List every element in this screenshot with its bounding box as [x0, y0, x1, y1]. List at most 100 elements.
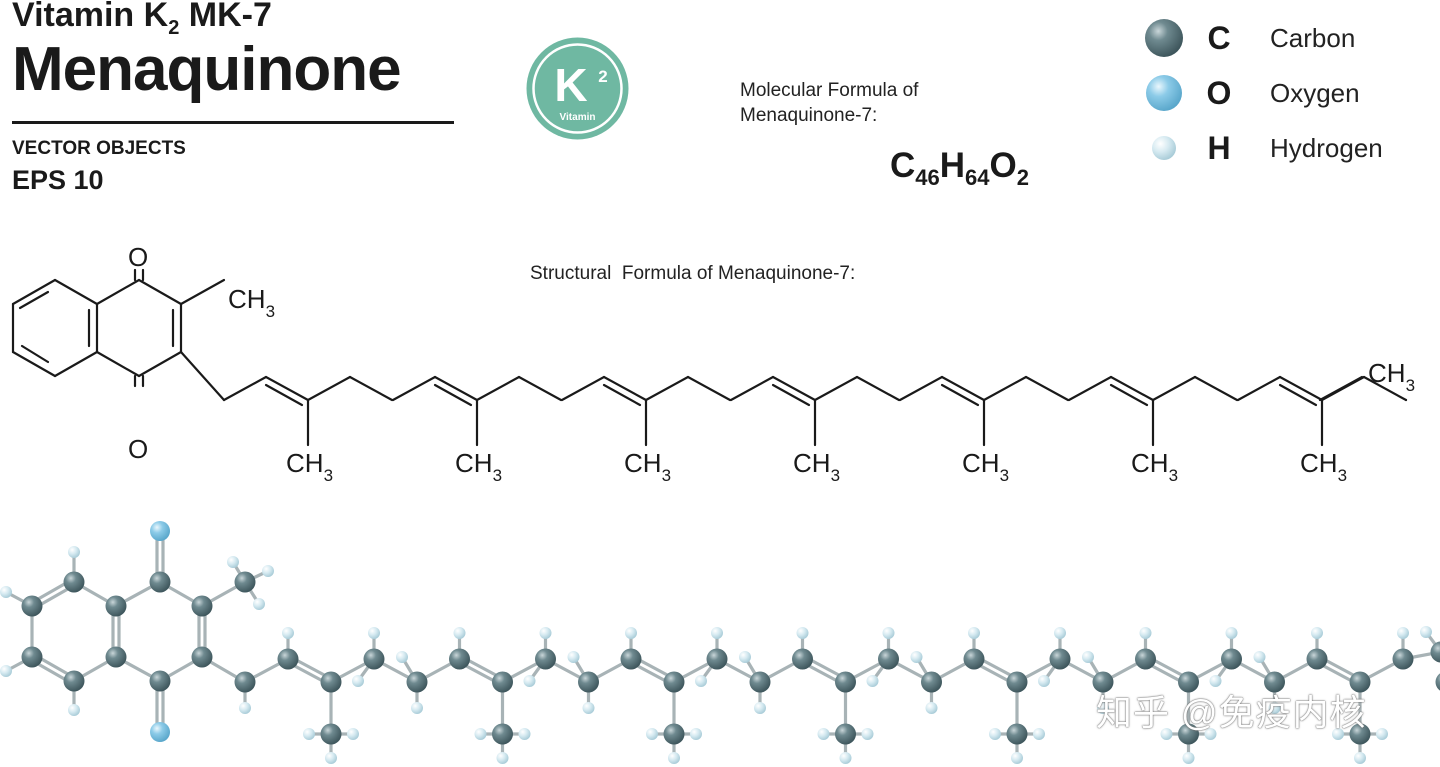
carbon-atom — [1349, 671, 1371, 693]
carbon-atom — [492, 723, 513, 745]
chain-double-bond — [602, 375, 648, 402]
chain-double-bond — [1109, 375, 1155, 402]
hydrogen-atom — [1253, 651, 1266, 663]
benzene-bond — [53, 278, 99, 306]
hydrogen-atom — [68, 704, 80, 716]
hydrogen-atom-icon — [1152, 136, 1176, 160]
hydrogen-atom — [1038, 675, 1050, 687]
watermark: 知乎 @免疫内核 — [1096, 692, 1367, 733]
hydrogen-atom — [739, 651, 751, 663]
benzene-double-bond — [18, 290, 50, 310]
hydrogen-atom — [68, 546, 80, 558]
chain-bond — [306, 375, 352, 402]
oxygen-label-top: O — [128, 242, 148, 272]
oxygen-label-bottom: O — [128, 434, 148, 464]
hydrogen-atom — [1033, 728, 1045, 740]
chain-double-bond — [771, 375, 817, 402]
carbon-atom-icon — [1145, 19, 1183, 57]
carbon-atom — [1264, 671, 1285, 693]
formula-count: 2 — [1016, 165, 1030, 190]
carbon-atom — [63, 670, 85, 692]
hydrogen-atom — [1182, 752, 1195, 764]
badge-number: 2 — [598, 67, 607, 86]
hydrogen-atom — [1097, 702, 1109, 714]
hydrogen-atom — [711, 627, 723, 639]
carbon-atom — [1135, 648, 1156, 670]
methyl-ch: CH — [962, 448, 1000, 478]
carbon-atom — [792, 648, 813, 670]
carbon-atom — [320, 671, 342, 693]
chain-bond — [517, 375, 563, 402]
carbon-atom — [663, 671, 685, 693]
title-prefix: Vitamin K — [12, 0, 169, 34]
chain-bond — [1362, 375, 1408, 402]
title-subscript: 2 — [168, 16, 180, 39]
formula-element: O — [989, 146, 1017, 185]
hydrogen-atom — [1011, 752, 1023, 764]
oxygen-atom — [150, 722, 170, 742]
hydrogen-atom — [453, 627, 466, 639]
carbon-atom — [1392, 648, 1414, 670]
carbon-atom — [234, 671, 256, 693]
chain-bond — [1024, 375, 1070, 402]
methyl-label: CH3 — [1300, 448, 1347, 485]
carbon-atom — [234, 571, 256, 593]
hydrogen-atom — [646, 728, 658, 740]
hydrogen-atom — [861, 728, 874, 740]
carbon-atom — [1178, 671, 1199, 693]
hydrogen-atom — [754, 702, 766, 714]
methyl-label: CH3 — [228, 284, 275, 321]
hydrogen-atom — [866, 675, 879, 687]
carbon-atom — [578, 671, 599, 693]
carbon-atom — [1178, 723, 1199, 745]
carbon-atom — [449, 648, 470, 670]
methyl-ch: CH — [624, 448, 662, 478]
carbon-atom — [492, 671, 513, 693]
methyl-ch: CH — [286, 448, 324, 478]
carbon-atom — [21, 595, 43, 617]
hydrogen-atom — [625, 627, 637, 639]
hydrogen-atom — [227, 556, 239, 568]
methyl-subscript: 3 — [1000, 466, 1009, 485]
carbon-atom — [921, 671, 942, 693]
structural-formula-label: Structural Formula of Menaquinone-7: — [530, 263, 856, 284]
chain-double-bond — [940, 383, 980, 407]
hydrogen-atom — [1225, 627, 1238, 639]
hydrogen-atom — [1332, 728, 1344, 740]
methyl-ch: CH — [1131, 448, 1169, 478]
chain-bond — [348, 375, 394, 402]
quinone-bond — [137, 350, 183, 378]
chain-double-bond — [264, 375, 310, 402]
methyl-subscript: 3 — [831, 466, 840, 485]
carbon-atom — [1049, 648, 1071, 670]
badge-caption: Vitamin — [560, 112, 596, 123]
hydrogen-atom — [0, 586, 12, 598]
methyl-label: CH3 — [793, 448, 840, 485]
molecular-formula-label-line2: Menaquinone-7: — [740, 105, 878, 126]
formula-element: C — [890, 146, 916, 185]
legend-name: Oxygen — [1270, 77, 1360, 108]
subtitle-eps: EPS 10 — [12, 165, 104, 195]
carbon-atom — [363, 648, 385, 670]
hydrogen-atom — [1311, 627, 1323, 639]
chain-bond — [1193, 375, 1239, 402]
methyl-subscript: 3 — [1169, 466, 1178, 485]
hydrogen-atom — [1209, 675, 1222, 687]
chain-double-bond — [940, 375, 986, 402]
hydrogen-atom — [796, 627, 809, 639]
carbon-atom — [1430, 641, 1440, 663]
carbon-atom — [706, 648, 728, 670]
legend-symbol: H — [1207, 129, 1231, 166]
legend-symbol: C — [1207, 19, 1231, 56]
hydrogen-atom — [411, 702, 423, 714]
carbon-atom — [620, 648, 642, 670]
formula-count: 46 — [915, 165, 940, 190]
hydrogen-atom — [352, 675, 364, 687]
methyl-label: CH3 — [962, 448, 1009, 485]
chain-bond — [560, 375, 606, 402]
molecular-formula: C46H64O2 — [890, 146, 1029, 191]
hydrogen-atom — [239, 702, 251, 714]
